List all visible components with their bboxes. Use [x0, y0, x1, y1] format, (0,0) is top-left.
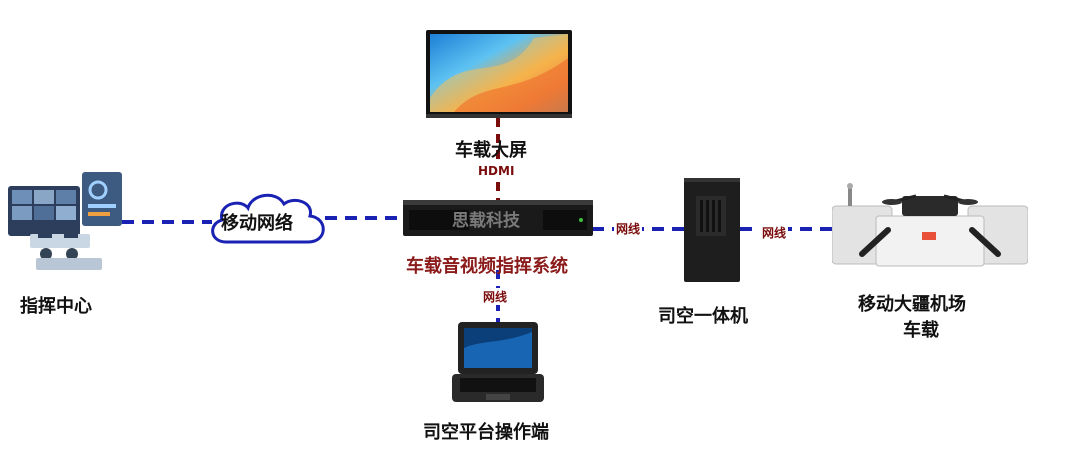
siko-aio-label: 司空一体机 — [658, 302, 748, 328]
drone-dock-icon — [832, 182, 1028, 272]
device-brand-label: 思载科技 — [452, 206, 520, 231]
vehicle-screen-label: 车载大屏 — [455, 136, 527, 162]
drone-dock-sublabel: 车载 — [903, 316, 939, 342]
mobile-network-label: 移动网络 — [221, 209, 293, 235]
command-center-icon — [8, 172, 123, 277]
command-center-label: 指挥中心 — [20, 292, 92, 318]
laptop-icon — [452, 322, 544, 408]
tv-screen-icon — [424, 28, 574, 120]
net-aio-label: 网线 — [614, 220, 642, 237]
hdmi-label: HDMI — [476, 164, 516, 178]
net-terminal-label: 网线 — [481, 288, 509, 305]
drone-dock-label: 移动大疆机场 — [858, 290, 966, 316]
siko-terminal-label: 司空平台操作端 — [423, 418, 549, 444]
av-system-label: 车载音视频指挥系统 — [406, 252, 568, 278]
net-dock-label: 网线 — [760, 224, 788, 241]
tower-pc-icon — [684, 178, 740, 282]
